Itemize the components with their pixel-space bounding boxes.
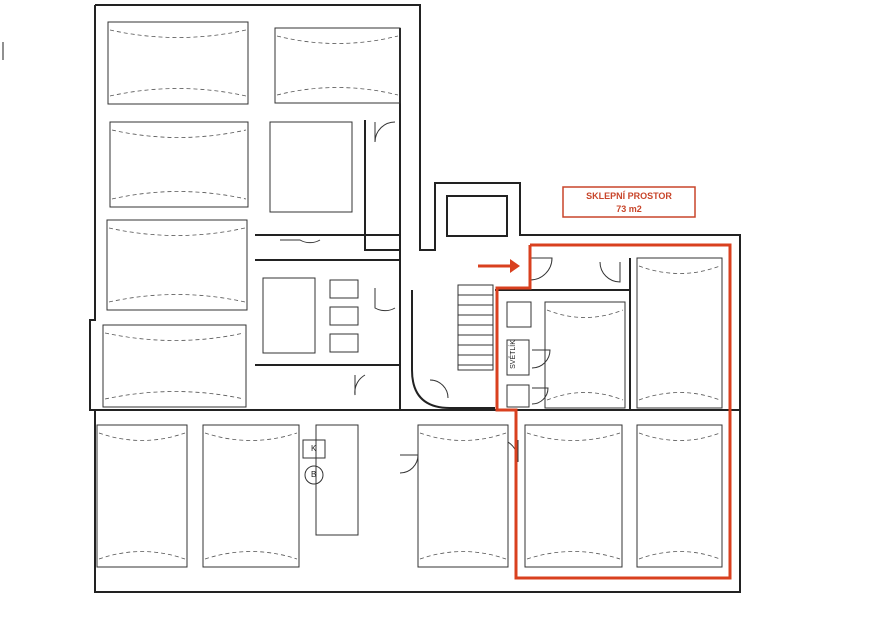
skylight-label: SVĚTLÍK — [509, 340, 517, 369]
room-mark-b: B — [311, 470, 317, 479]
label-box — [562, 186, 696, 218]
staircase — [411, 284, 495, 409]
room-mark-k: K — [311, 444, 317, 453]
rooms — [96, 21, 723, 568]
highlight-label: SKLEPNÍ PROSTOR — [586, 191, 672, 201]
highlight-area: 73 m2 — [616, 204, 642, 214]
entry-arrow — [478, 259, 520, 273]
vault-arcs — [98, 29, 721, 560]
outer-walls — [89, 4, 741, 593]
highlight-outline — [495, 243, 732, 580]
doors — [280, 121, 621, 474]
